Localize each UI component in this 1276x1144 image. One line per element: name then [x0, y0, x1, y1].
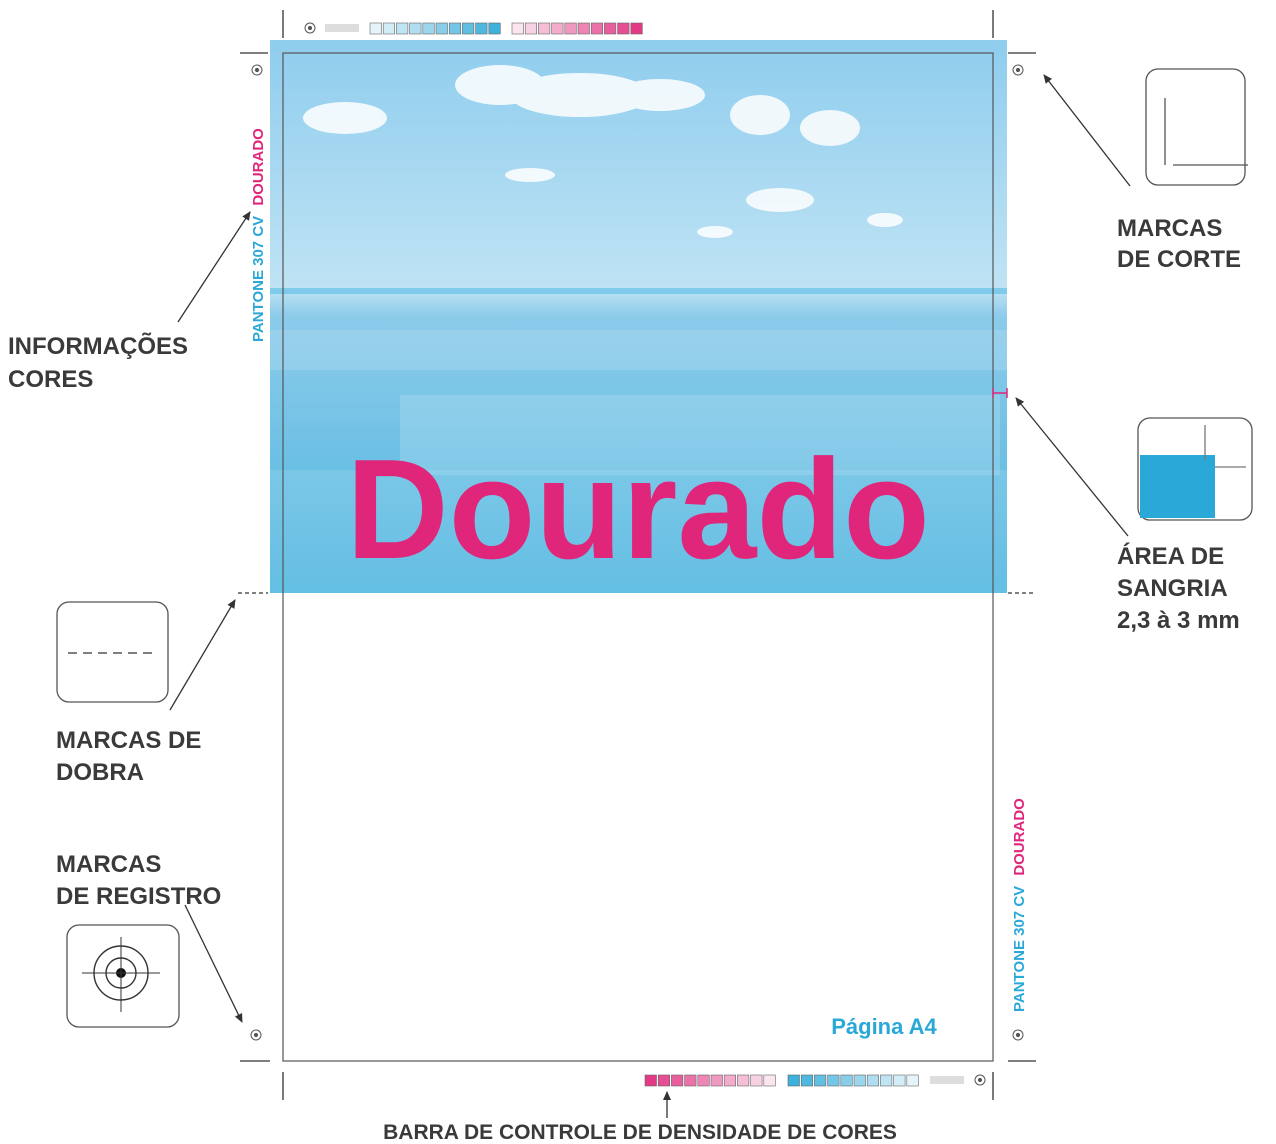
density-patch [737, 1074, 750, 1087]
registration-mark-top-left [251, 64, 263, 76]
registration-mark-bottom-bar [974, 1074, 986, 1086]
density-patch [710, 1074, 723, 1087]
density-patch [382, 22, 396, 35]
spot-color-name: DOURADO [1011, 798, 1028, 876]
density-patch [511, 22, 524, 35]
density-patch [564, 22, 577, 35]
pantone-code: PANTONE 307 CV [250, 216, 267, 342]
density-patch [462, 22, 475, 35]
density-patch [524, 22, 538, 35]
density-patch [671, 1074, 684, 1087]
density-patch [657, 1074, 671, 1087]
registration-mark-bottom-left [250, 1029, 262, 1041]
label-registration-marks: MARCAS DE REGISTRO [56, 851, 221, 910]
trim-line [282, 52, 994, 1062]
color-info-right: PANTONE 307 CV DOURADO [1011, 798, 1028, 1012]
bleed-indicator [992, 388, 1008, 398]
density-patch [814, 1074, 827, 1087]
density-patch [800, 1074, 814, 1087]
photo-field [270, 330, 1007, 593]
density-patch [853, 1074, 866, 1087]
density-patch [880, 1074, 893, 1087]
density-patch [893, 1074, 906, 1087]
density-patch [840, 1074, 853, 1087]
density-patch [617, 22, 630, 35]
registration-mark-top-bar [304, 22, 316, 34]
density-patch [448, 22, 462, 35]
density-patch [763, 1074, 776, 1087]
arrow-cut-marks [1043, 74, 1131, 187]
density-patch [604, 22, 617, 35]
fold-line-icon [56, 601, 169, 703]
density-patch [684, 1074, 697, 1087]
density-patch [723, 1074, 737, 1087]
density-patch [590, 22, 604, 35]
label-color-info: INFORMAÇÕES CORES [8, 332, 195, 393]
color-info-left: PANTONE 307 CV DOURADO [250, 128, 267, 342]
crop-corner-icon [1145, 68, 1248, 186]
arrow-bleed [1015, 397, 1129, 537]
label-cut-marks: MARCAS DE CORTE [1117, 215, 1241, 273]
density-patch [551, 22, 564, 35]
label-fold-marks: MARCAS DE DOBRA [56, 727, 208, 786]
density-bar-top [325, 22, 643, 35]
density-patch [475, 22, 488, 35]
density-patch [750, 1074, 763, 1087]
density-patch [697, 1074, 710, 1087]
density-patch [577, 22, 590, 35]
bleed-photo-area [270, 40, 1007, 593]
pantone-code: PANTONE 307 CV [1011, 886, 1028, 1012]
density-patch [644, 1074, 657, 1087]
density-patch [906, 1074, 919, 1087]
crop-marks [240, 10, 1036, 1100]
density-patch [409, 22, 422, 35]
photo-horizon [270, 288, 1007, 294]
registration-target-icon [66, 924, 180, 1028]
bleed-area-icon [1137, 417, 1253, 521]
arrow-color-info [177, 211, 251, 323]
density-patch [827, 1074, 840, 1087]
label-density-bar: BARRA DE CONTROLE DE DENSIDADE DE CORES [383, 1121, 897, 1144]
density-patch [435, 22, 448, 35]
density-patch [538, 22, 551, 35]
page-footer-label: Página A4 [831, 1014, 937, 1039]
density-patch [422, 22, 435, 35]
print-sheet: Dourado [238, 10, 1036, 1100]
density-patch [488, 22, 501, 35]
callout-arrows [169, 74, 1131, 1118]
density-patch [787, 1074, 800, 1087]
density-patch [866, 1074, 880, 1087]
arrow-fold-marks [169, 599, 236, 711]
registration-mark-bottom-right [1012, 1029, 1024, 1041]
arrow-registration-marks [184, 904, 243, 1023]
density-patch [369, 22, 382, 35]
density-patch [396, 22, 409, 35]
spot-color-name: DOURADO [250, 128, 267, 206]
density-bar-bottom [644, 1074, 964, 1087]
page-headline: Dourado [346, 430, 930, 589]
photo-clouds [303, 65, 903, 238]
density-patch [630, 22, 643, 35]
label-bleed: ÁREA DE SANGRIA 2,3 à 3 mm [1117, 542, 1240, 634]
registration-mark-top-right [1012, 64, 1024, 76]
